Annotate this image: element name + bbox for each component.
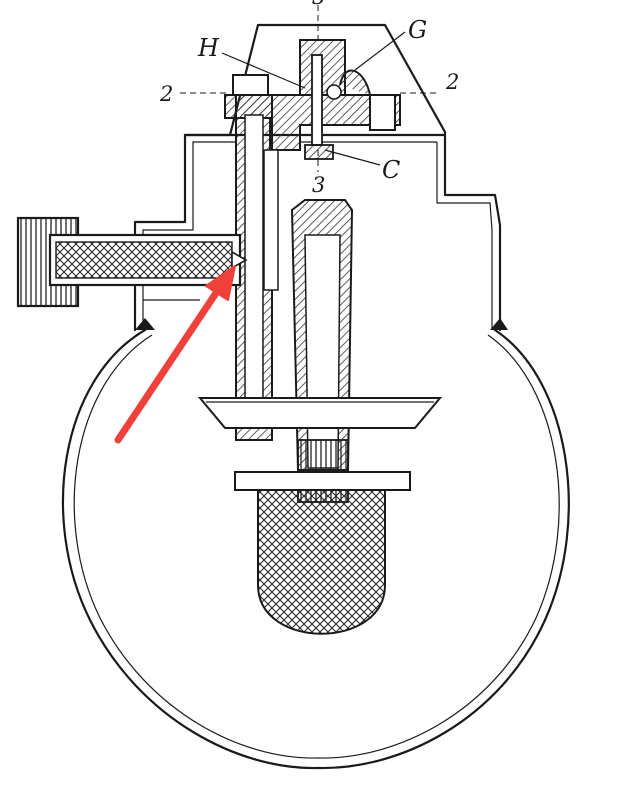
label-right-section: 2 — [445, 70, 459, 94]
label-c: C — [382, 156, 400, 184]
label-top-section: 3 — [312, 0, 325, 9]
label-h: H — [197, 34, 220, 62]
bottom-collar — [234, 471, 411, 491]
glass-globe — [61, 328, 570, 770]
label-bottom-section: 3 — [312, 173, 325, 197]
feed-pipe — [16, 216, 248, 308]
label-left-section: 2 — [159, 82, 173, 106]
red-arrow-icon — [114, 265, 236, 444]
vertical-tube — [235, 94, 279, 441]
incandescent-mantle — [257, 489, 386, 635]
label-g: G — [408, 16, 427, 44]
section-lines — [180, 5, 440, 172]
reflector-dish — [197, 397, 443, 429]
burner-chimney — [290, 199, 354, 503]
